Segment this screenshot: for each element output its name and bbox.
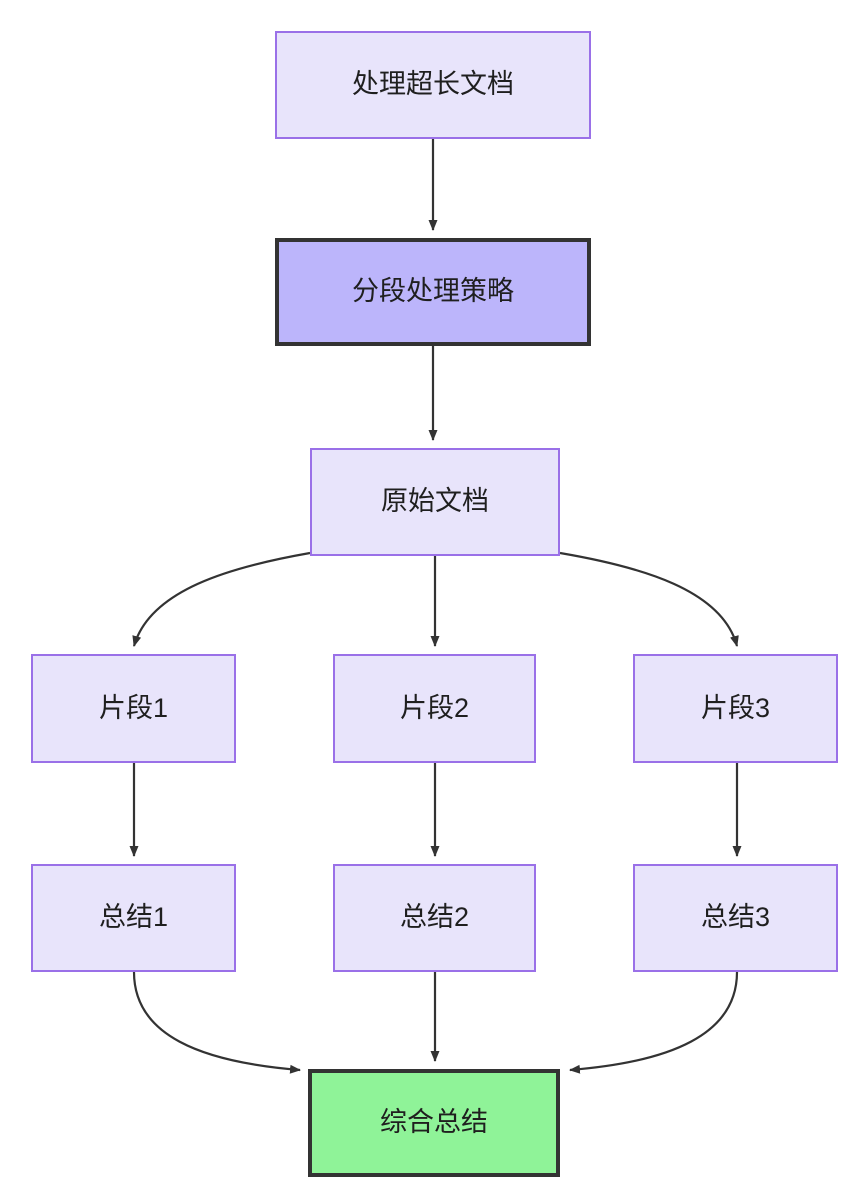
node-fragment-1[interactable]: 片段1 [31, 654, 236, 763]
node-label: 处理超长文档 [352, 69, 514, 100]
node-original-document[interactable]: 原始文档 [310, 448, 560, 556]
node-summary-3[interactable]: 总结3 [633, 864, 838, 972]
node-label: 原始文档 [381, 486, 489, 517]
node-label: 总结1 [98, 902, 169, 933]
node-label: 分段处理策略 [352, 276, 514, 307]
edge-n3-n4 [132, 551, 311, 647]
edge-n7-n10 [132, 971, 301, 1074]
edge-n9-n10 [569, 971, 739, 1074]
node-chunking-strategy[interactable]: 分段处理策略 [275, 238, 591, 346]
node-label: 总结3 [700, 902, 771, 933]
node-label: 综合总结 [380, 1107, 488, 1138]
node-label: 片段1 [98, 692, 169, 723]
edge-n3-n6 [559, 551, 739, 647]
node-summary-2[interactable]: 总结2 [333, 864, 536, 972]
node-label: 片段2 [399, 692, 470, 723]
node-process-long-document[interactable]: 处理超长文档 [275, 31, 591, 139]
node-fragment-3[interactable]: 片段3 [633, 654, 838, 763]
node-fragment-2[interactable]: 片段2 [333, 654, 536, 763]
node-summary-1[interactable]: 总结1 [31, 864, 236, 972]
node-label: 片段3 [700, 692, 771, 723]
node-label: 总结2 [399, 902, 470, 933]
node-comprehensive-summary[interactable]: 综合总结 [308, 1069, 560, 1177]
